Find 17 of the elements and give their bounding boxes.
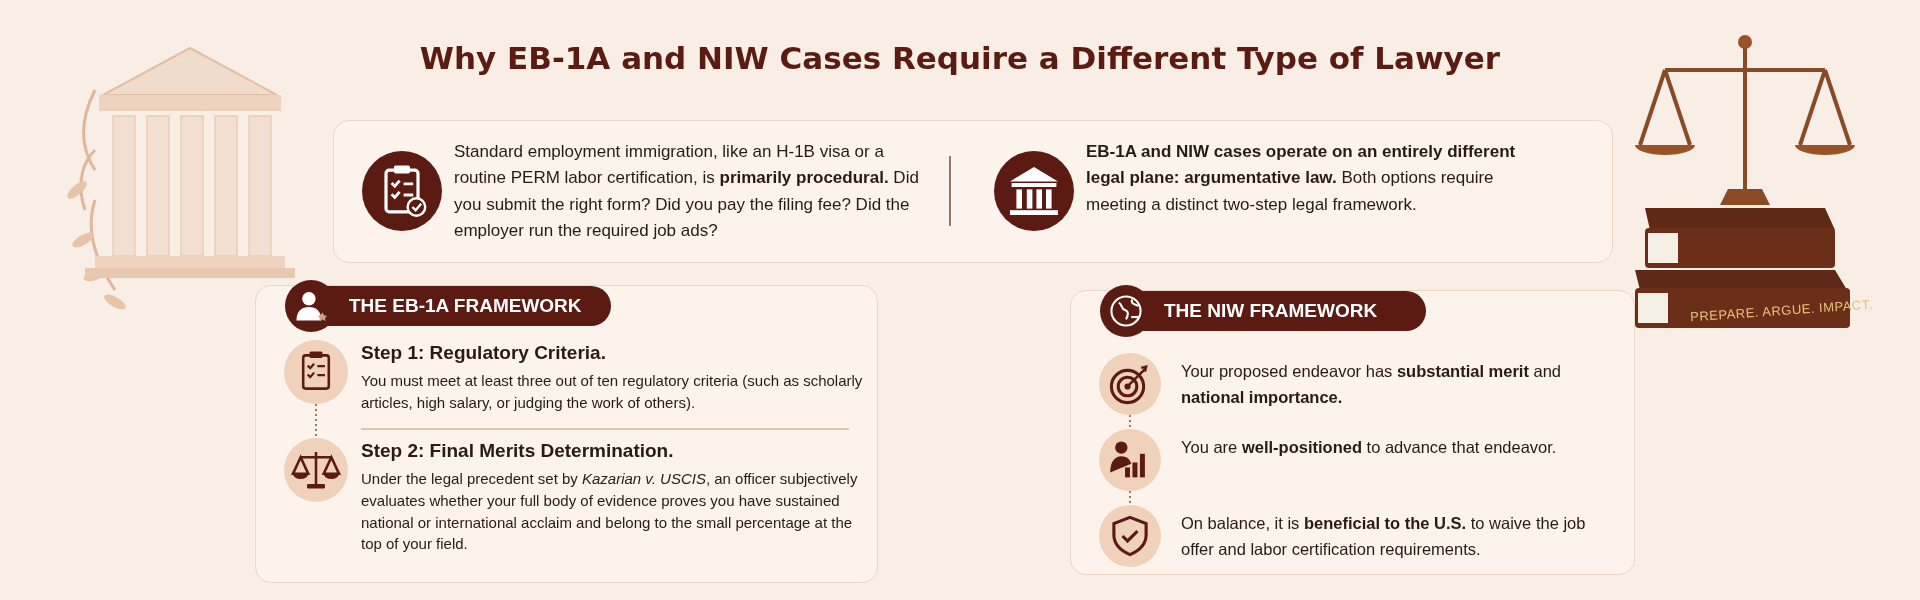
info-panel [333,120,1613,263]
step-description: You must meet at least three out of ten regulatory criteria (such as scholarly articles, high salary, or judging the work of others). [361,371,864,413]
dotted-connector [1129,490,1131,506]
paragraph: EB-1A and NIW cases operate on an entirely different legal plane: argumentative law. Both options require meeting a distinct two-step legal framework. [1086,141,1517,216]
criterion-text: On balance, it is beneficial to the U.S. to waive the job offer and labor certification requirements. [1181,513,1587,560]
book-spine-text: PREPARE. ARGUE. IMPACT. [1689,296,1874,325]
step-heading: Step 1: Regulatory Criteria. [361,342,607,364]
dotted-connector [1129,414,1131,430]
section-heading: THE NIW FRAMEWORK [1164,300,1378,322]
dotted-connector [315,403,317,439]
section-heading: THE EB-1A FRAMEWORK [349,295,582,317]
criterion-text: Your proposed endeavor has substantial merit and national importance. [1181,361,1563,408]
title: Why EB-1A and NIW Cases Require a Different Type of Lawyer [418,40,1502,76]
step-description: Under the legal precedent set by Kazarian v. USCIS, an officer subjectively evaluates whether your full body of evidence proves you have sustained national or international acclaim and belong to the small percentage at the top of your field. [361,469,859,555]
step-heading: Step 2: Final Merits Determination. [361,440,675,462]
criterion-text: You are well-positioned to advance that endeavor. [1181,437,1558,458]
paragraph: Standard employment immigration, like an H-1B visa or a routine PERM labor certification, is primarily procedural. Did you submit the right form? Did you pay the filing fee? Did the employer run the required job ads? [454,141,920,243]
